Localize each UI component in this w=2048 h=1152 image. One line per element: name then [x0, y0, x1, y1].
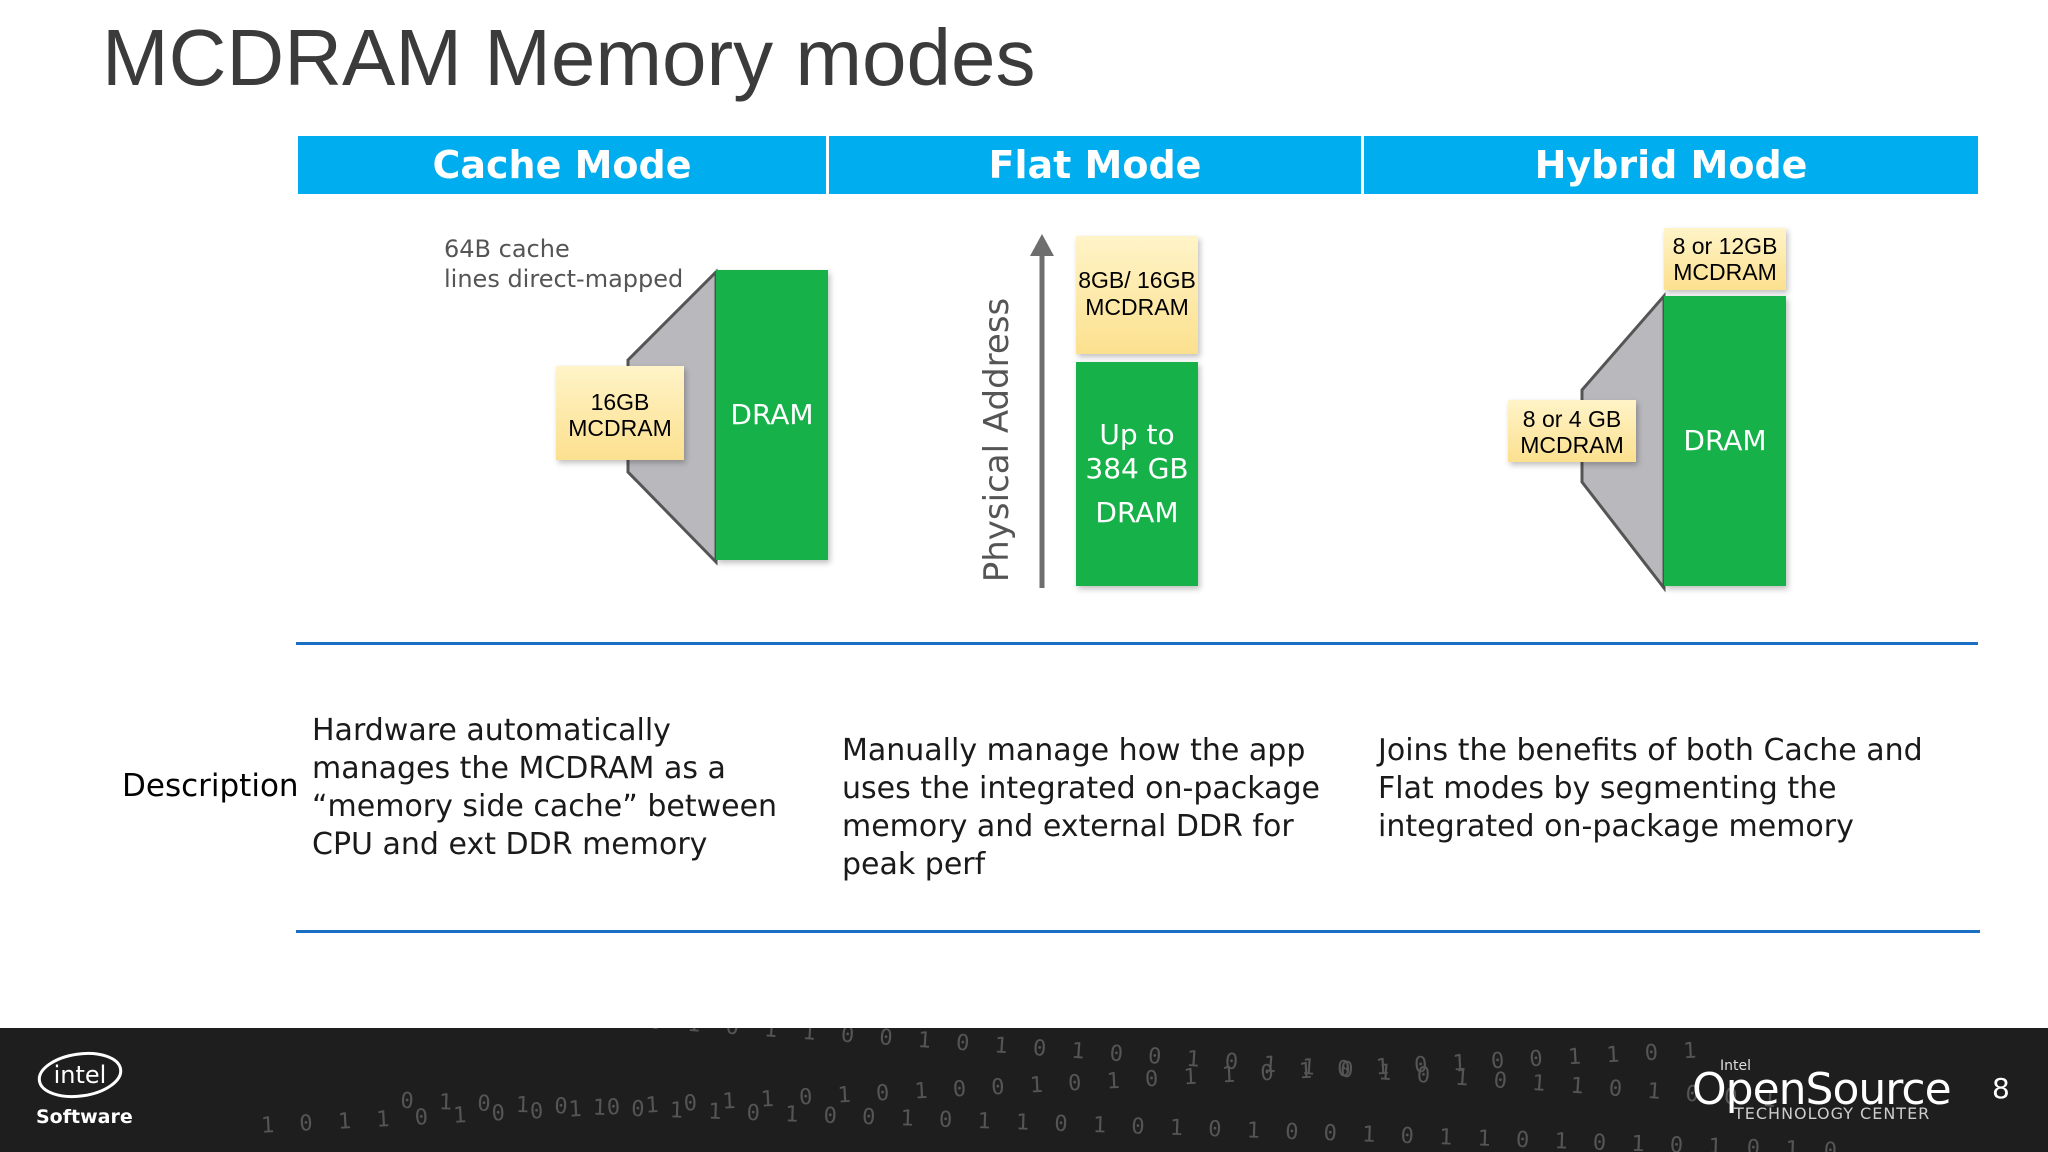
cache-mcdram-line1: 16GB: [591, 389, 650, 415]
hybrid-flat-mcdram-block: [1664, 228, 1786, 290]
header-hybrid-mode: Hybrid Mode: [1361, 136, 1978, 194]
flat-mcdram-line2: MCDRAM: [1085, 294, 1189, 320]
flat-dram-line1: Up to: [1099, 418, 1174, 451]
opensource-intel-label: Intel: [1720, 1058, 1751, 1074]
hybrid-mode-description: Joins the benefits of both Cache and Fla…: [1378, 733, 1923, 844]
hybrid-flat-mcdram-line1: 8 or 12GB: [1673, 233, 1778, 259]
page-number: 8: [1992, 1072, 2010, 1105]
header-flat-mode: Flat Mode: [826, 136, 1361, 194]
cache-mcdram-block: [556, 366, 684, 460]
table-divider-bottom: [296, 930, 1980, 933]
cache-mode-description: Hardware automatically manages the MCDRA…: [312, 713, 778, 862]
cache-note-line1: 64B cache: [444, 235, 570, 263]
hybrid-flat-mcdram-line2: MCDRAM: [1673, 259, 1777, 285]
cache-dram-label: DRAM: [730, 398, 813, 431]
flat-mode-description: Manually manage how the app uses the int…: [842, 733, 1321, 882]
flat-axis-label: Physical Address: [977, 298, 1017, 583]
hybrid-dram-label: DRAM: [1683, 424, 1766, 457]
hybrid-cache-mcdram-line1: 8 or 4 GB: [1523, 406, 1621, 432]
flat-arrow-head-icon: [1030, 234, 1054, 256]
flat-dram-block: [1076, 362, 1198, 586]
flat-mcdram-line1: 8GB/ 16GB: [1078, 267, 1196, 293]
flat-dram-line2: 384 GB: [1085, 452, 1188, 485]
opensource-logo-text: OpenSource: [1692, 1064, 1952, 1115]
technology-center-label: TECHNOLOGY CENTER: [1734, 1104, 1931, 1123]
cache-note-line2: lines direct-mapped: [444, 265, 683, 293]
memory-mode-diagrams: 64B cache lines direct-mapped DRAM 16GB …: [444, 228, 1786, 593]
flat-dram-line3: DRAM: [1095, 496, 1178, 529]
software-label: Software: [36, 1106, 133, 1128]
hybrid-cache-mcdram-line2: MCDRAM: [1520, 432, 1624, 458]
slide-title: MCDRAM Memory modes: [102, 13, 1036, 102]
cache-mcdram-line2: MCDRAM: [568, 415, 672, 441]
header-cache-mode: Cache Mode: [298, 136, 826, 194]
intel-logo: intel: [37, 1051, 123, 1099]
table-divider-top: [296, 642, 1978, 645]
footer-bar: 0 1 0 0 1 0 1 1 0 1 0 1 1 0 0 1 0 1 0 1 …: [0, 1028, 2048, 1152]
hybrid-cache-mcdram-block: [1508, 400, 1636, 462]
cache-dram-block: [716, 270, 828, 560]
flat-mcdram-block: [1076, 236, 1198, 354]
mode-header-row: Cache Mode Flat Mode Hybrid Mode: [298, 136, 1978, 194]
hybrid-dram-block: [1664, 296, 1786, 586]
description-row-label: Description: [122, 768, 299, 804]
intel-logo-text: intel: [54, 1061, 107, 1089]
